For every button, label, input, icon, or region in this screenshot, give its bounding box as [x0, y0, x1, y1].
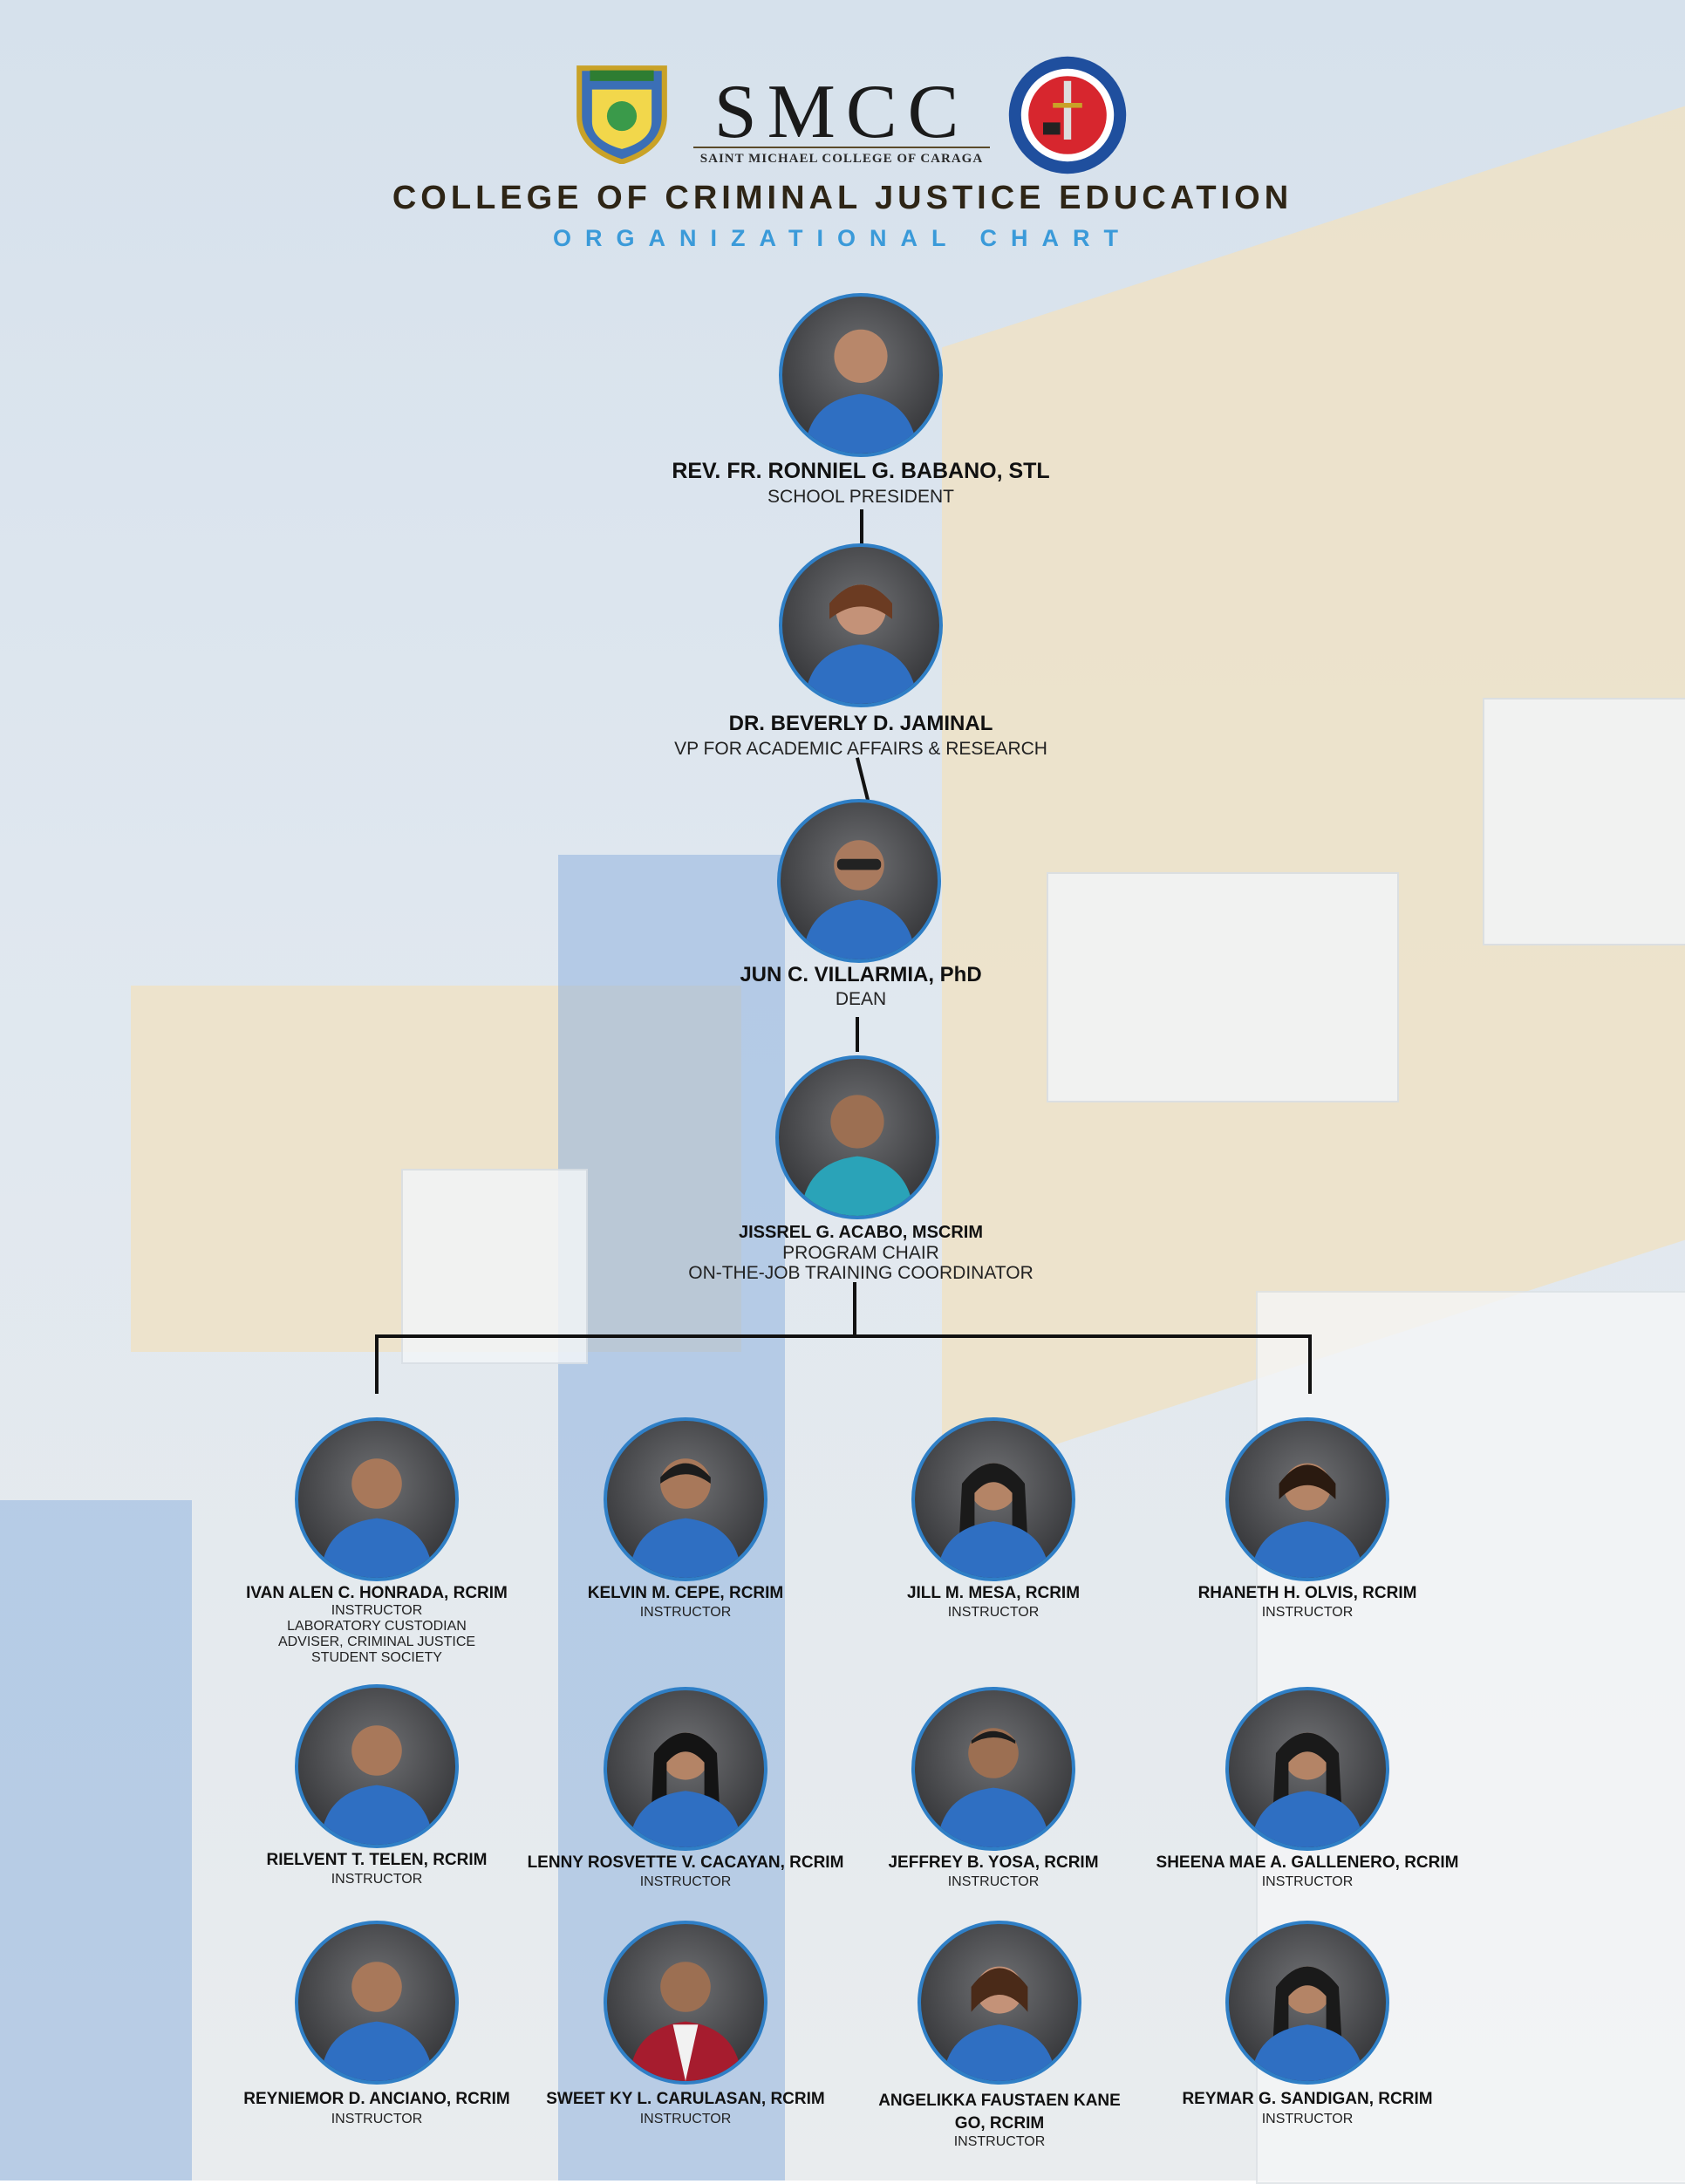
staff-photo [295, 1684, 459, 1848]
page-subtitle: ORGANIZATIONAL CHART [553, 225, 1132, 251]
staff-name: KELVIN M. CEPE, RCRIM [587, 1584, 784, 1602]
connector-right-drop [1308, 1334, 1312, 1394]
connector-president-vp [860, 509, 863, 544]
president-role: SCHOOL PRESIDENT [767, 487, 954, 507]
staff-role: INSTRUCTOR [639, 1605, 732, 1620]
program-chair-role-1: PROGRAM CHAIR [782, 1243, 939, 1263]
staff-photo [911, 1417, 1075, 1581]
criminal-justice-seal-logo [1006, 54, 1129, 176]
staff-name: IVAN ALEN C. HONRADA, RCRIM [246, 1584, 508, 1602]
staff-role: INSTRUCTOR [1261, 2112, 1354, 2126]
vp-role: VP FOR ACADEMIC AFFAIRS & RESEARCH [674, 739, 1047, 759]
staff-photo [1225, 1921, 1389, 2085]
school-crest-logo [569, 58, 675, 165]
staff-photo [918, 1921, 1081, 2085]
staff-role: INSTRUCTOR [947, 1874, 1040, 1889]
program-chair-role-2: ON-THE-JOB TRAINING COORDINATOR [688, 1263, 1034, 1283]
vp-photo [779, 543, 943, 707]
connector-horizontal [375, 1334, 1312, 1338]
president-name: REV. FR. RONNIEL G. BABANO, STL [672, 459, 1050, 483]
staff-role: INSTRUCTOR [639, 2112, 732, 2126]
staff-role: ADVISER, CRIMINAL JUSTICE [277, 1635, 476, 1649]
president-photo [779, 293, 943, 457]
staff-photo [295, 1417, 459, 1581]
vp-name: DR. BEVERLY D. JAMINAL [728, 712, 993, 735]
program-chair-photo [775, 1055, 939, 1219]
staff-name: REYNIEMOR D. ANCIANO, RCRIM [243, 2090, 510, 2108]
dean-role: DEAN [835, 989, 887, 1009]
connector-chair-down [853, 1282, 856, 1338]
staff-role: INSTRUCTOR [1261, 1874, 1354, 1889]
staff-photo [604, 1417, 767, 1581]
connector-left-drop [375, 1334, 379, 1394]
staff-photo [604, 1687, 767, 1851]
staff-photo [1225, 1687, 1389, 1851]
staff-role: INSTRUCTOR [639, 1874, 732, 1889]
staff-photo [604, 1921, 767, 2085]
staff-name: RHANETH H. OLVIS, RCRIM [1197, 1584, 1417, 1602]
wordmark-divider [693, 147, 990, 148]
staff-role: LABORATORY CUSTODIAN [287, 1619, 467, 1634]
smcc-wordmark: SMCC [713, 70, 970, 154]
staff-role: INSTRUCTOR [947, 1605, 1040, 1620]
staff-role: INSTRUCTOR [953, 2134, 1046, 2149]
staff-name: SWEET KY L. CARULASAN, RCRIM [546, 2090, 825, 2108]
staff-photo [911, 1687, 1075, 1851]
staff-role: INSTRUCTOR [1261, 1605, 1354, 1620]
page-title: COLLEGE OF CRIMINAL JUSTICE EDUCATION [392, 180, 1293, 216]
program-chair-name: JISSREL G. ACABO, MSCRIM [738, 1223, 984, 1242]
wordmark-subtext: SAINT MICHAEL COLLEGE OF CARAGA [699, 152, 984, 166]
staff-name: REYMAR G. SANDIGAN, RCRIM [1182, 2090, 1433, 2108]
staff-role: INSTRUCTOR [331, 1603, 423, 1618]
connector-dean-chair [856, 1017, 859, 1052]
staff-name: LENNY ROSVETTE V. CACAYAN, RCRIM [527, 1853, 844, 1872]
staff-name: SHEENA MAE A. GALLENERO, RCRIM [1156, 1853, 1459, 1872]
dean-photo [777, 799, 941, 963]
staff-role: INSTRUCTOR [331, 1872, 423, 1887]
staff-name: JEFFREY B. YOSA, RCRIM [888, 1853, 1099, 1872]
dean-name: JUN C. VILLARMIA, PhD [740, 963, 982, 986]
staff-photo [295, 1921, 459, 2085]
staff-name: JILL M. MESA, RCRIM [906, 1584, 1081, 1602]
staff-photo [1225, 1417, 1389, 1581]
staff-role: INSTRUCTOR [331, 2112, 423, 2126]
staff-name: ANGELIKKA FAUSTAEN KANE GO, RCRIM [878, 2092, 1121, 2133]
staff-name: RIELVENT T. TELEN, RCRIM [266, 1851, 488, 1869]
staff-role: STUDENT SOCIETY [311, 1650, 442, 1665]
